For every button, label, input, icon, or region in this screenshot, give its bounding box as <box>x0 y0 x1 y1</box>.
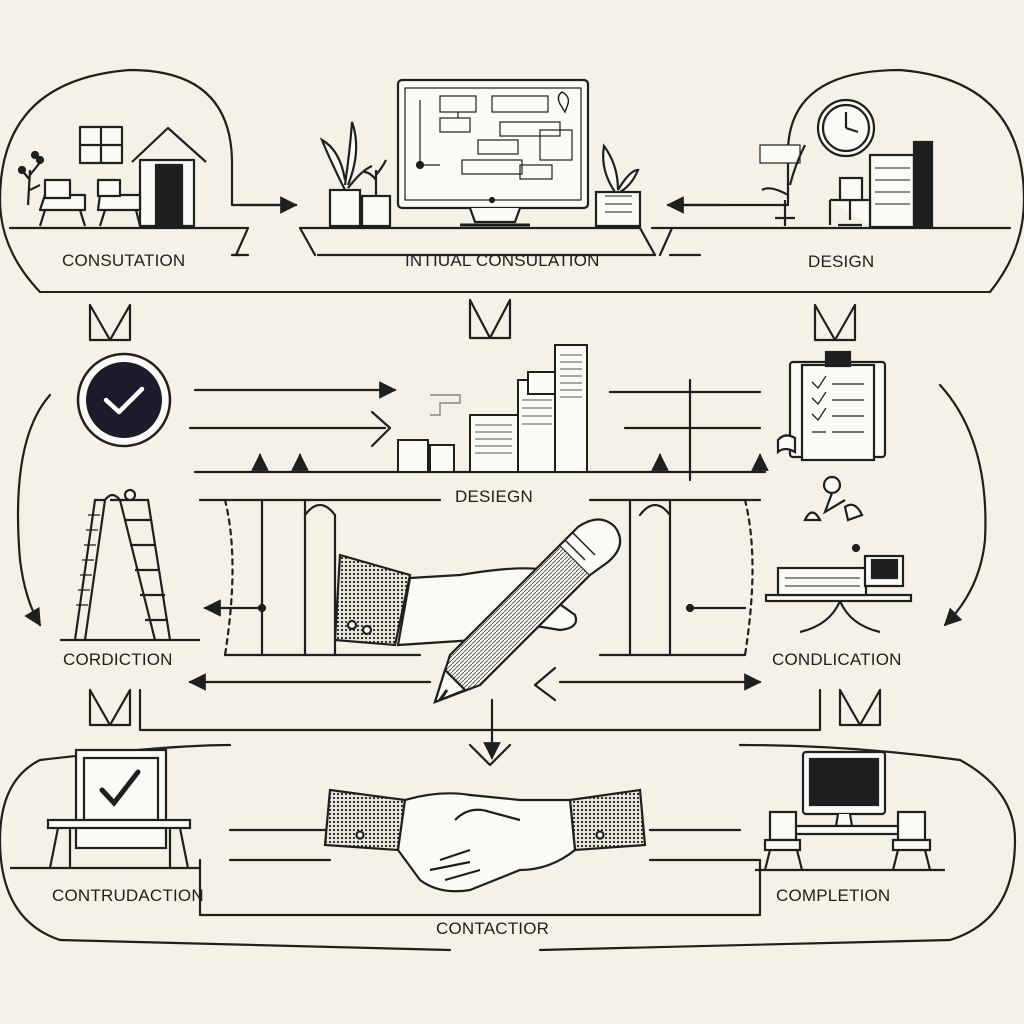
label-cordiction: CORDICTION <box>63 650 173 669</box>
label-design-middle: DESIEGN <box>455 487 533 506</box>
desk-lamp-icon <box>764 475 913 634</box>
connector-triangles-top <box>88 298 857 342</box>
label-contrudaction: CONTRUDACTION <box>52 886 204 905</box>
connector-triangles-bottom <box>88 688 882 767</box>
document-stack-icon <box>397 344 588 473</box>
bottom-frame-left <box>0 743 452 952</box>
stage-design-frame <box>650 68 1024 294</box>
clock-office-icon <box>759 98 934 229</box>
label-initial-consultation: INTIUAL CONSULATION <box>405 251 600 270</box>
label-completion: COMPLETION <box>776 886 891 905</box>
handshake-icon <box>323 788 647 893</box>
checked-board-icon <box>10 748 200 870</box>
check-badge-icon <box>76 352 172 448</box>
house-furniture-icon <box>17 125 207 228</box>
clipboard-icon <box>776 350 887 462</box>
monitor-flowchart-icon <box>319 78 642 228</box>
label-condlication: CONDLICATION <box>772 650 902 669</box>
label-consultation: CONSUTATION <box>62 251 186 270</box>
stage-initial-frame <box>298 226 657 257</box>
bottom-frame-right <box>538 743 1017 952</box>
computer-desk-icon <box>755 750 945 872</box>
label-contactor: CONTACTIOR <box>436 919 550 938</box>
hand-pen-icon <box>333 518 622 704</box>
label-design-top: DESIGN <box>808 252 875 271</box>
ladder-icon <box>60 488 200 642</box>
stage-consultation-frame <box>0 68 298 294</box>
